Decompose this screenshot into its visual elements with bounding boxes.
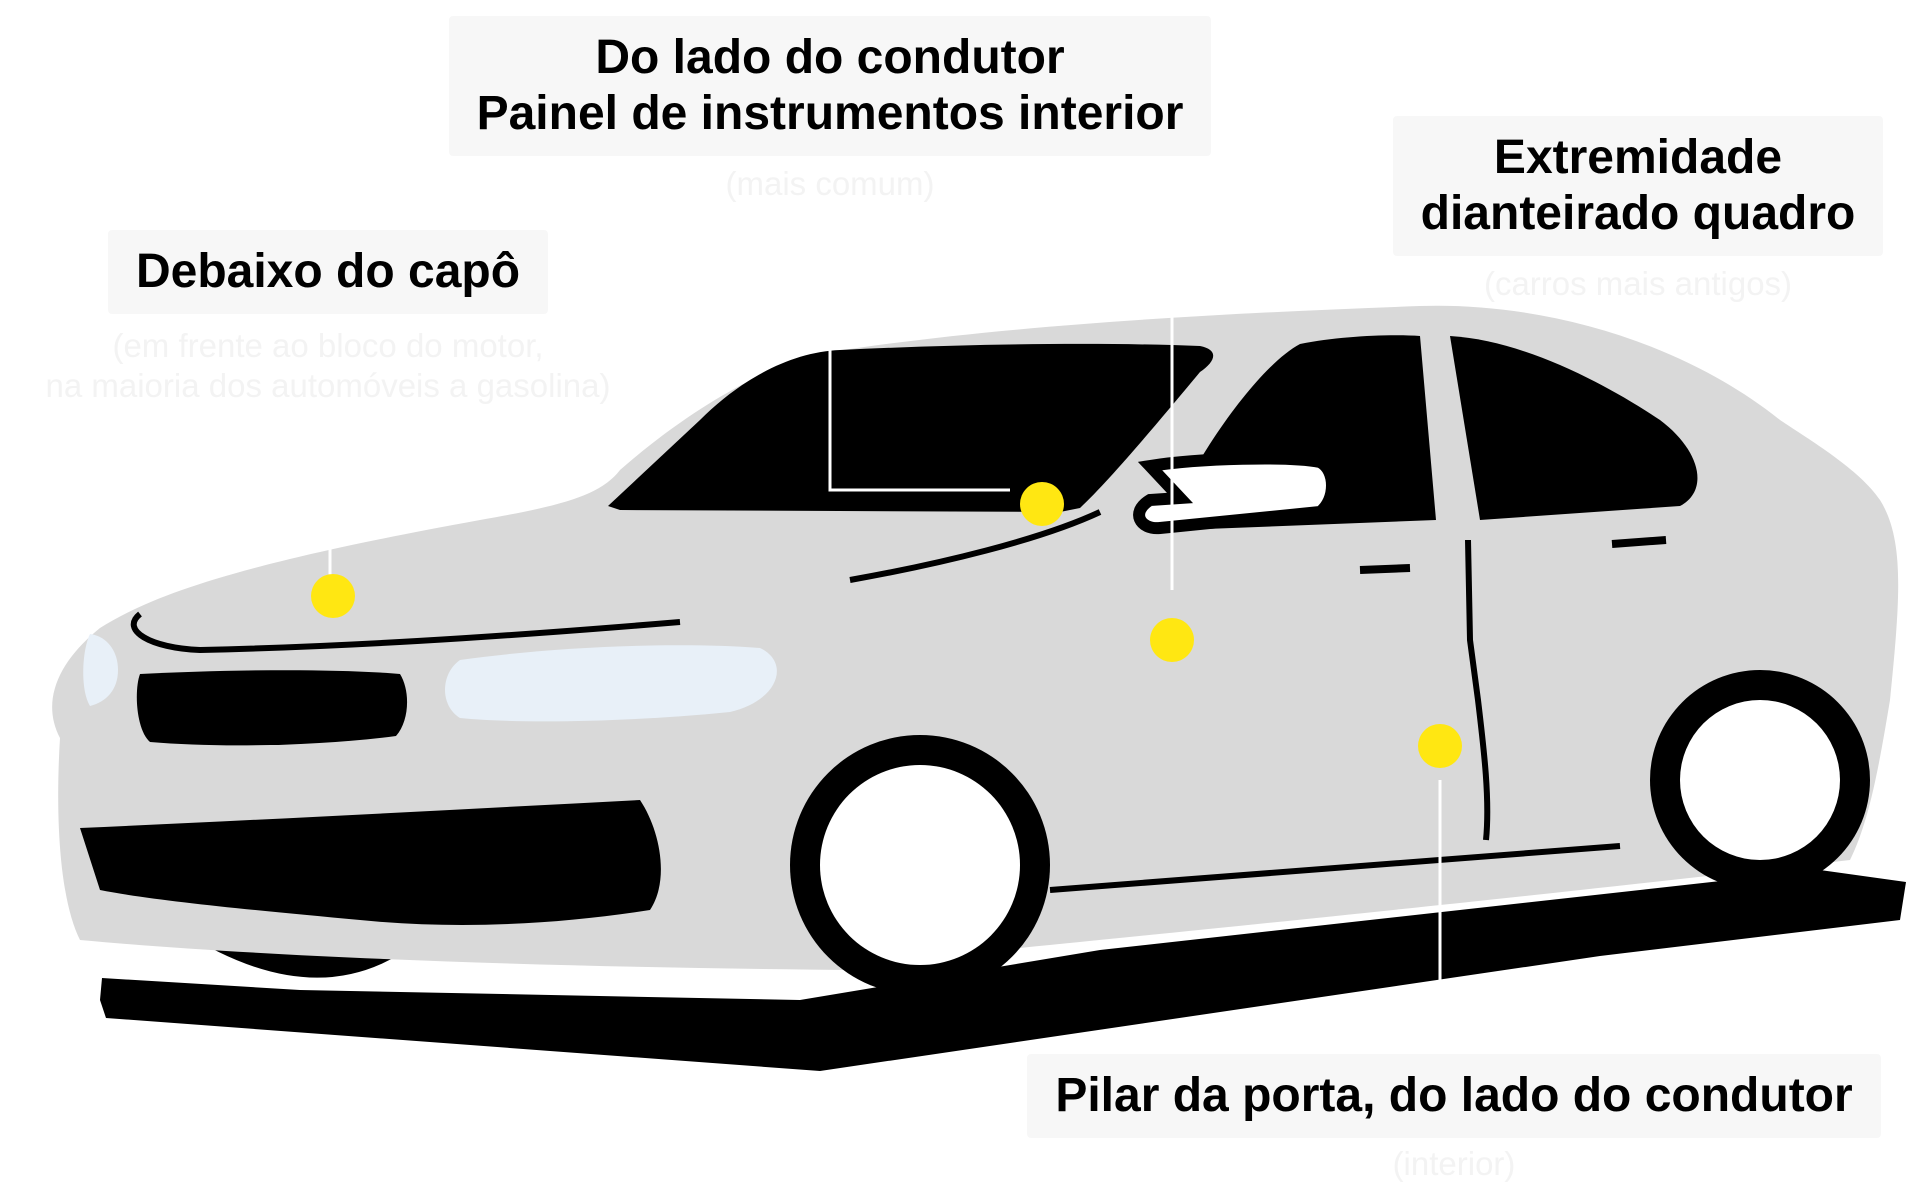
label-dashboard-line1: Do lado do condutor: [595, 31, 1065, 84]
hood-line: [130, 611, 681, 654]
label-dashboard-line2: Painel de instrumentos interior: [476, 87, 1184, 140]
label-hood: Debaixo do capô: [107, 230, 549, 314]
note-frame: (carros mais antigos): [1483, 265, 1793, 302]
note-hood-line2: na maioria dos automóveis a gasolina): [45, 367, 611, 404]
note-dashboard: (mais comum): [725, 165, 935, 202]
rear-door-handle: [1611, 536, 1667, 548]
sill-line: [1049, 843, 1621, 893]
callout-dashboard: Do lado do condutor Painel de instrument…: [416, 16, 1244, 204]
windshield: [608, 343, 1214, 512]
label-door-pillar: Pilar da porta, do lado do condutor: [1027, 1054, 1881, 1138]
label-frame-line2: dianteirado quadro: [1420, 187, 1856, 240]
marker-hood: [311, 574, 355, 618]
lower-intake: [80, 800, 661, 925]
note-door-pillar: (interior): [1392, 1145, 1516, 1182]
door-seam: [1465, 539, 1491, 841]
car-body: [52, 305, 1899, 970]
label-hood-title: Debaixo do capô: [135, 245, 521, 298]
label-door-pillar-title: Pilar da porta, do lado do condutor: [1055, 1069, 1853, 1122]
front-wheel-rim: [820, 765, 1020, 965]
label-dashboard: Do lado do condutor Painel de instrument…: [448, 16, 1212, 156]
callout-door-pillar: Pilar da porta, do lado do condutor (int…: [994, 1054, 1914, 1184]
headlight-right: [83, 634, 118, 706]
note-hood-line1: (em frente ao bloco do motor,: [112, 327, 544, 364]
front-door-handle: [1359, 564, 1411, 574]
side-mirror: [1133, 452, 1338, 535]
grille: [136, 670, 408, 746]
marker-door-pillar: [1418, 724, 1462, 768]
label-frame-line1: Extremidade: [1493, 131, 1783, 184]
leader-dashboard: [828, 350, 1010, 492]
headlight-left: [445, 645, 777, 722]
ground-shadow: [100, 870, 1906, 1071]
marker-frame: [1150, 618, 1194, 662]
callout-hood: Debaixo do capô (em frente ao bloco do m…: [46, 230, 610, 404]
marker-dashboard: [1020, 482, 1064, 526]
shoulder-line: [849, 509, 1102, 583]
rear-door-window: [1450, 336, 1698, 520]
callout-frame: Extremidade dianteirado quadro (carros m…: [1370, 116, 1906, 304]
rear-wheel-rim: [1680, 700, 1840, 860]
note-hood: (em frente ao bloco do motor, na maioria…: [0, 326, 762, 406]
label-frame: Extremidade dianteirado quadro: [1392, 116, 1884, 256]
